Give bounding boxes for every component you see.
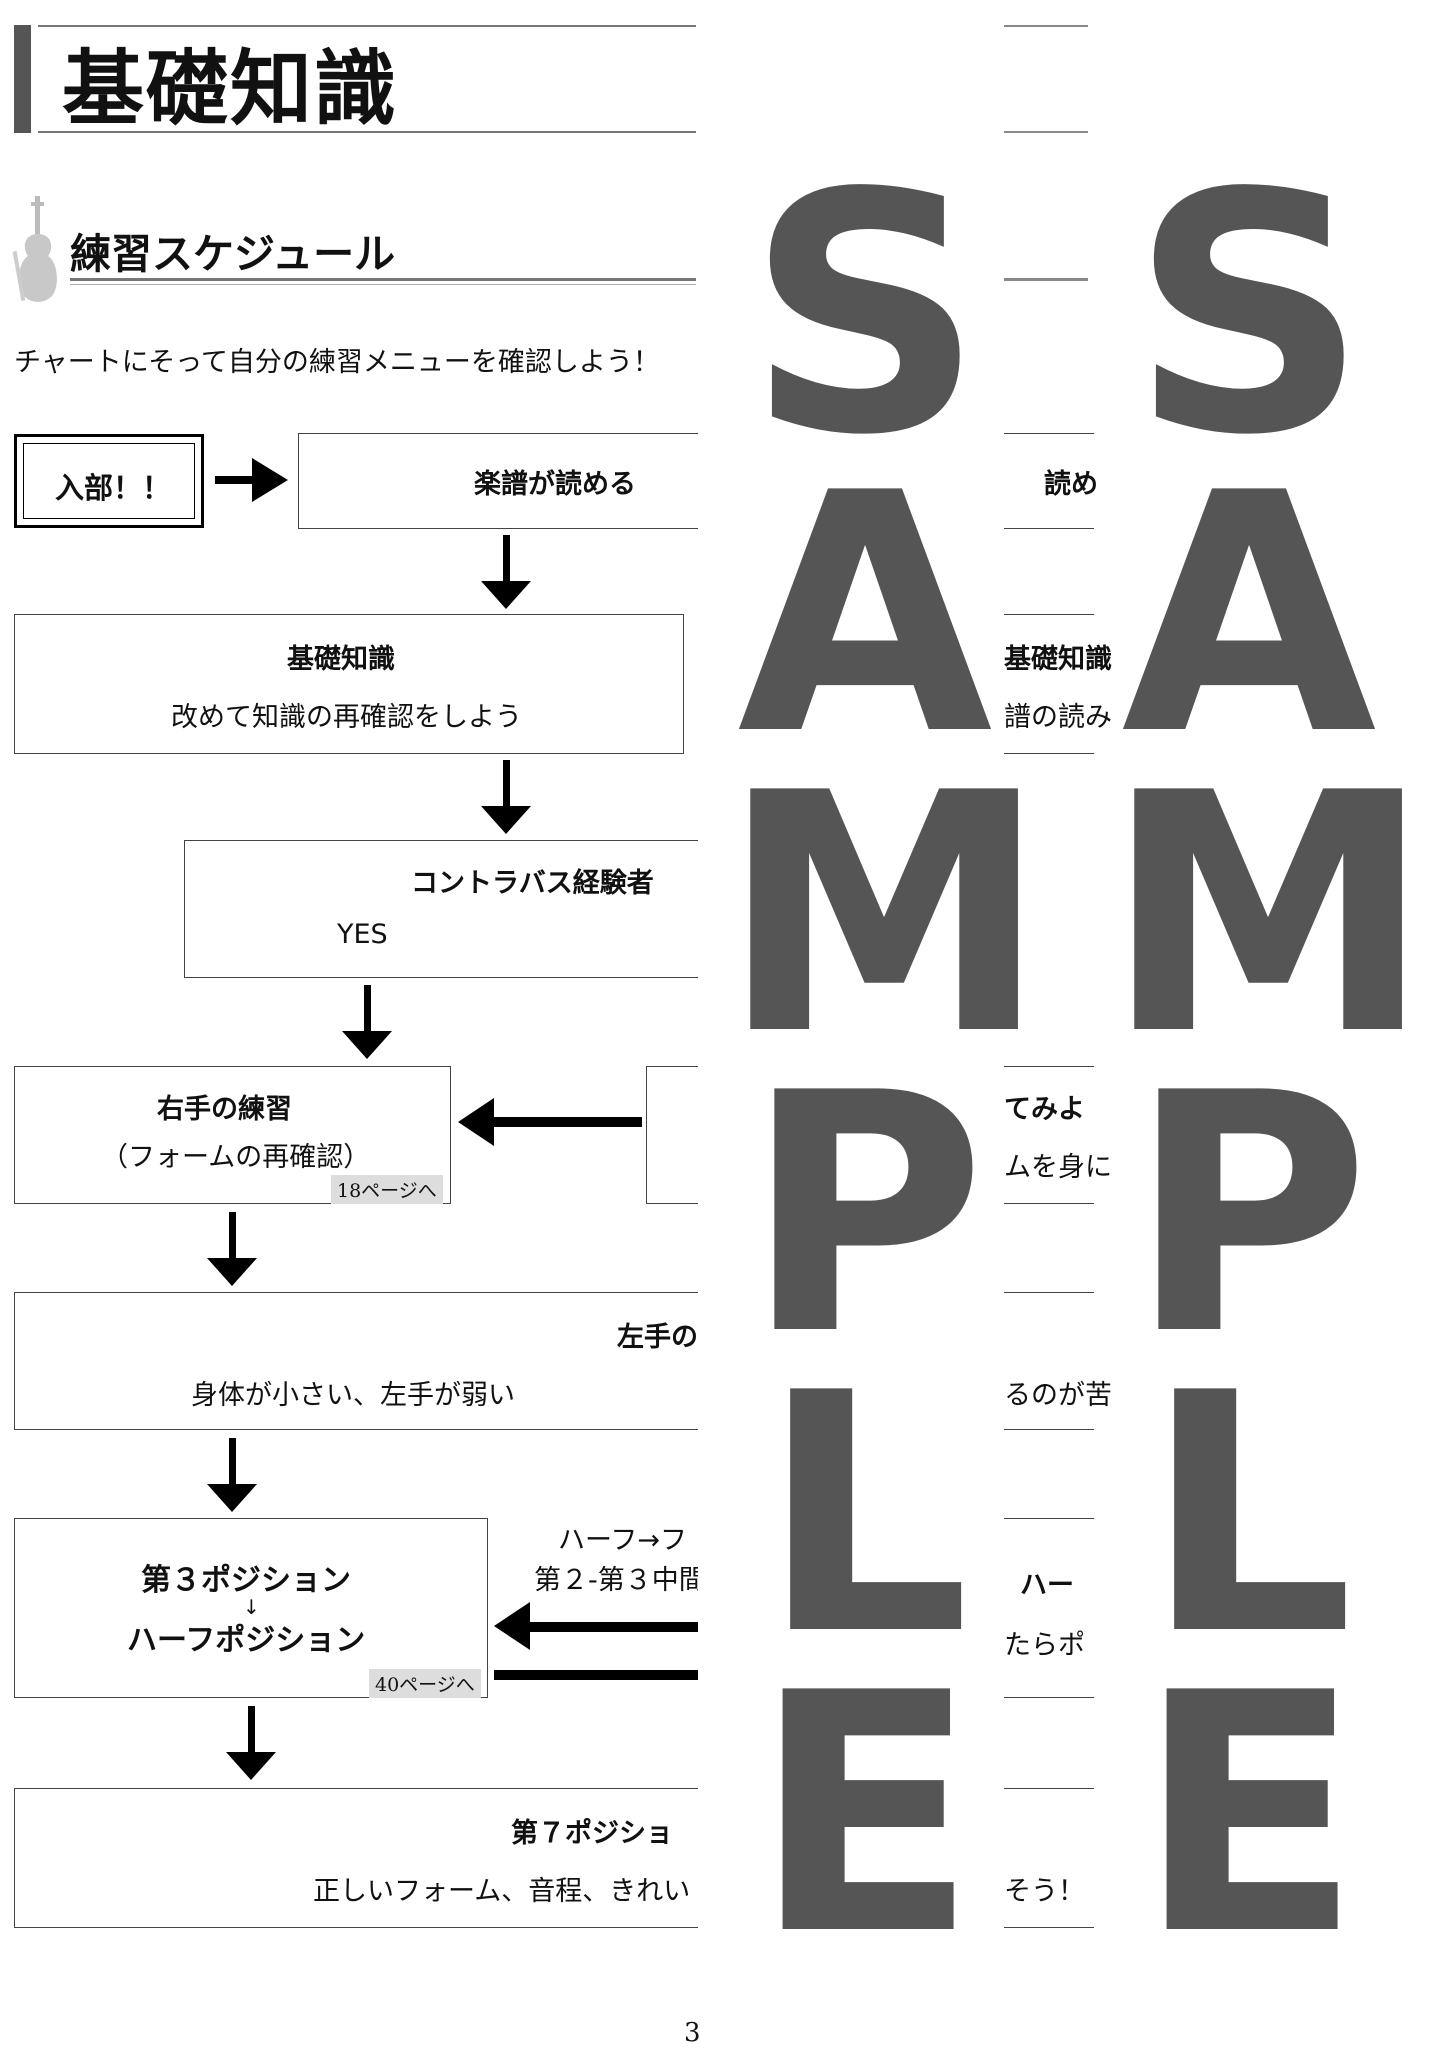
- arrow-left-shaft: [492, 1117, 642, 1127]
- strip-text: たらポ: [1004, 1630, 1085, 1661]
- header-rule-bottom: [38, 131, 696, 133]
- arrow-down: [342, 985, 392, 1059]
- page-ref-tag: 18ページへ: [331, 1175, 443, 1204]
- position3-subtitle: ハーフポジション: [127, 1623, 366, 1658]
- strip-text: ムを身に: [1004, 1152, 1112, 1183]
- strip-text: 基礎知識: [1004, 644, 1112, 675]
- basics-title: 基礎知識: [287, 644, 395, 675]
- section-title: 練習スケジュール: [70, 230, 396, 278]
- strip-rule: [1004, 25, 1088, 27]
- position3-note2: 第２-第３中間: [534, 1565, 706, 1596]
- position3-arrow: ↓: [243, 1595, 260, 1619]
- watermark-letter: P: [744, 1023, 986, 1407]
- section-intro: チャートにそって自分の練習メニューを確認しよう！: [14, 347, 660, 378]
- arrow-left-shaft: [528, 1622, 698, 1632]
- watermark-letter: A: [1121, 423, 1377, 807]
- page-ref-tag: 40ページへ: [369, 1669, 481, 1698]
- strip-box: そう！: [1004, 1788, 1094, 1928]
- arrow-left-head: [458, 1098, 494, 1146]
- strip-rule: [1004, 131, 1088, 133]
- watermark-letter: L: [1143, 1323, 1355, 1707]
- crop-gap: [698, 0, 1004, 2048]
- sample-watermark: S A M P L E: [1104, 123, 1432, 2007]
- section-rule: [70, 278, 696, 281]
- section-rule-thin: [70, 284, 696, 285]
- arrow-left-head: [494, 1602, 530, 1650]
- read-music-box: 楽譜が読める: [298, 433, 708, 529]
- right-hand-box: 右手の練習 （フォームの再確認） 18ページへ: [14, 1066, 451, 1204]
- strip-text: 譜の読み: [1004, 702, 1112, 733]
- connector-line: [494, 1670, 698, 1680]
- page-number: 3: [684, 2018, 701, 2048]
- position7-box: 第７ポジショ 正しいフォーム、音程、きれい: [14, 1788, 714, 1928]
- read-music-label: 楽譜が読める: [474, 469, 636, 500]
- arrow-down: [481, 760, 531, 834]
- arrow-right-shaft: [215, 476, 255, 484]
- strip-text: そう！: [1004, 1876, 1085, 1907]
- left-hand-title: 左手の: [617, 1322, 698, 1353]
- strip-text: 読め: [1044, 469, 1098, 500]
- strip-text: てみよ: [1004, 1094, 1085, 1125]
- page-title: 基礎知識: [62, 41, 399, 137]
- header-rule-top: [38, 25, 696, 27]
- position7-desc: 正しいフォーム、音程、きれい: [313, 1876, 691, 1907]
- strip-box: 読め: [1004, 433, 1098, 529]
- strip-box: 基礎知識 譜の読み: [1004, 614, 1112, 754]
- position3-note1: ハーフ→フ: [558, 1525, 688, 1556]
- watermark-letter: M: [1104, 723, 1432, 1107]
- position3-title: 第３ポジション: [141, 1563, 351, 1598]
- strip-box: てみよ ムを身に: [1004, 1066, 1112, 1204]
- arrow-down: [226, 1706, 276, 1780]
- watermark-letter: S: [746, 123, 984, 507]
- contrabass-box: コントラバス経験者 YES: [184, 840, 708, 978]
- right-hand-title: 右手の練習: [157, 1094, 292, 1125]
- strip-box: るのが苦: [1004, 1292, 1112, 1430]
- arrow-down: [207, 1438, 257, 1512]
- start-label: 入部！！: [55, 471, 172, 505]
- contrabass-yes: YES: [337, 919, 388, 950]
- watermark-letter: A: [737, 423, 993, 807]
- arrow-down: [207, 1212, 257, 1286]
- strip-text: るのが苦: [1004, 1380, 1112, 1411]
- left-hand-box: 左手の 身体が小さい、左手が弱い: [14, 1292, 714, 1430]
- watermark-letter: E: [1136, 1623, 1362, 2007]
- watermark-letter: L: [759, 1323, 971, 1707]
- header-accent-bar: [14, 25, 31, 133]
- arrow-right-head: [252, 458, 288, 502]
- position3-box: 第３ポジション ↓ ハーフポジション 40ページへ: [14, 1518, 488, 1698]
- strip-text: ハー: [1020, 1570, 1074, 1601]
- right-hand-desc: （フォームの再確認）: [101, 1142, 371, 1173]
- watermark-letter: M: [720, 723, 1049, 1107]
- contrabass-icon: [12, 196, 57, 302]
- contrabass-title: コントラバス経験者: [411, 868, 654, 899]
- arrow-down: [481, 535, 531, 609]
- watermark-letter: P: [1128, 1023, 1370, 1407]
- strip-box: ハー たらポ: [1004, 1518, 1094, 1698]
- watermark-letter: S: [1130, 123, 1368, 507]
- start-box-inner: [23, 443, 195, 519]
- position7-title: 第７ポジショ: [511, 1818, 673, 1849]
- basics-box: 基礎知識 改めて知識の再確認をしよう: [14, 614, 684, 754]
- left-hand-desc: 身体が小さい、左手が弱い: [191, 1380, 515, 1411]
- start-box: 入部！！: [14, 434, 204, 528]
- basics-desc: 改めて知識の再確認をしよう: [171, 702, 522, 733]
- watermark-letter: E: [752, 1623, 978, 2007]
- strip-rule: [1004, 278, 1088, 281]
- sample-watermark: S A M P L E: [720, 123, 1049, 2007]
